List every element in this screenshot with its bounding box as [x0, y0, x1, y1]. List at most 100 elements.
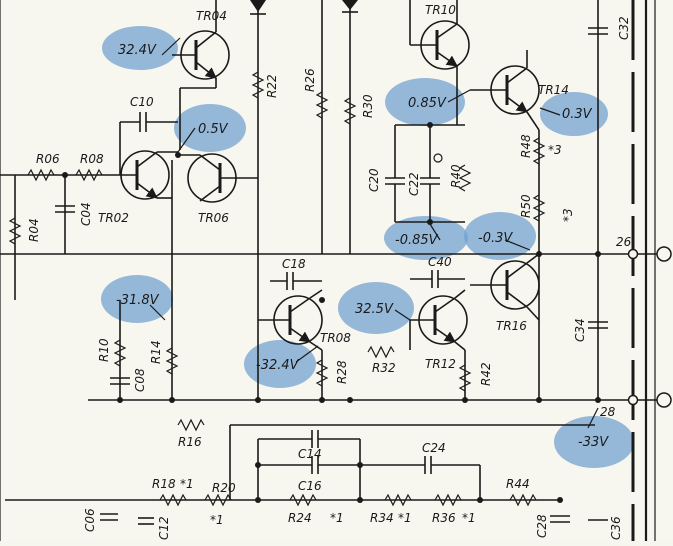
r18-body: [159, 493, 187, 507]
c12-body: [138, 517, 154, 525]
label-r16: R16: [178, 435, 202, 449]
voltage-0-5v: 0.5V: [198, 122, 229, 137]
node-26: 26: [616, 235, 632, 249]
r28-body: [315, 359, 329, 387]
voltage-neg-33v: -33V: [578, 435, 609, 450]
label-tr02: TR02: [98, 211, 129, 225]
label-c28: C28: [535, 514, 549, 538]
highlight-0-3v: [540, 92, 608, 136]
label-c18: C18: [282, 257, 306, 271]
label-tr16: TR16: [496, 319, 527, 333]
tr14-transistor: [470, 50, 540, 131]
highlight-32-4v-top: [102, 26, 178, 70]
voltage-32-5v: 32.5V: [355, 302, 394, 317]
c14-body: [257, 430, 361, 500]
label-r24: R24: [288, 511, 312, 525]
r16-body: [177, 418, 205, 432]
label-r44: R44: [506, 477, 530, 491]
label-tr06: TR06: [198, 211, 229, 225]
rails: [0, 0, 660, 541]
label-c04: C04: [79, 202, 93, 226]
label-tr10: TR10: [425, 3, 456, 17]
mark-star3-a: *3: [548, 143, 562, 157]
label-c36: C36: [609, 516, 623, 540]
r22-body: [251, 71, 265, 99]
diode-symbols: [250, 0, 358, 15]
label-r28: R28: [335, 360, 349, 384]
r14-body: [165, 347, 179, 375]
voltage-neg-31-8v: -31.8V: [116, 293, 160, 308]
r06-body: [27, 168, 55, 182]
label-r42: R42: [479, 362, 493, 386]
c06-body: [100, 513, 118, 521]
r34-body: [384, 493, 412, 507]
mark-star1-r20: *1: [210, 513, 224, 527]
r44-body: [509, 493, 537, 507]
label-r48: R48: [519, 134, 533, 158]
capacitors: [55, 27, 608, 525]
c32-body: [588, 27, 608, 35]
label-c20: C20: [367, 168, 381, 192]
r48-body: [532, 137, 546, 165]
tr06-transistor: [178, 153, 258, 203]
mark-star1-r36: *1: [462, 511, 476, 525]
node-28: 28: [600, 405, 616, 419]
mark-star1-r34: *1: [398, 511, 412, 525]
c10-body: [119, 112, 178, 175]
c40-body: [410, 270, 465, 288]
highlight-neg-31-8v: [101, 275, 173, 323]
c28-body: [550, 515, 570, 523]
label-tr08: TR08: [320, 331, 351, 345]
label-r50: R50: [519, 194, 533, 218]
r42-body: [458, 364, 472, 392]
r20-body: [204, 493, 232, 507]
label-r26: R26: [303, 68, 317, 92]
voltage-neg-0-85v: -0.85V: [395, 233, 439, 248]
r36-body: [434, 493, 462, 507]
label-c16: C16: [298, 479, 322, 493]
highlight-neg-0-3v: [464, 212, 536, 260]
tr08-transistor: [258, 289, 323, 400]
label-c34: C34: [573, 318, 587, 342]
c24-body: [360, 456, 481, 500]
highlight-0-85v: [385, 78, 465, 126]
voltage-leader-lines: [149, 37, 599, 429]
label-r34: R34: [370, 511, 394, 525]
voltage-0-85v: 0.85V: [408, 96, 447, 111]
label-tr12: TR12: [425, 357, 456, 371]
label-c08: C08: [133, 368, 147, 392]
c34-body: [588, 321, 608, 329]
label-r06: R06: [36, 152, 60, 166]
voltage-neg-32-4v: -32.4V: [256, 358, 300, 373]
diode-left: [250, 0, 266, 12]
c22-body: [420, 125, 443, 222]
label-c10: C10: [130, 95, 154, 109]
tr12-transistor: [409, 289, 468, 400]
labels: TR04 TR02 TR06 TR08 TR10 TR12 TR14 TR16 …: [27, 3, 632, 540]
c16-body: [258, 456, 360, 474]
highlight-neg-32-4v: [244, 340, 316, 388]
junctions: [62, 122, 672, 503]
label-tr04: TR04: [196, 9, 227, 23]
label-r22: R22: [265, 74, 279, 98]
label-r08: R08: [80, 152, 104, 166]
label-r30: R30: [361, 94, 375, 118]
highlight-32-5v: [338, 282, 414, 334]
tr16-transistor: [470, 253, 540, 321]
label-tr14: TR14: [538, 83, 569, 97]
label-r14: R14: [149, 340, 163, 364]
label-r10: R10: [97, 338, 111, 362]
voltage-0-3v: 0.3V: [562, 107, 593, 122]
mark-star1-r24: *1: [330, 511, 344, 525]
label-r32: R32: [372, 361, 396, 375]
label-r18: R18: [152, 477, 176, 491]
highlight-0-5v: [174, 104, 246, 152]
r32-body: [367, 345, 395, 359]
label-c22: C22: [407, 172, 421, 196]
label-c40: C40: [428, 255, 452, 269]
r10-body: [113, 339, 127, 367]
mark-star1-r18: *1: [180, 477, 194, 491]
label-r36: R36: [432, 511, 456, 525]
tr02-transistor: [110, 150, 178, 200]
